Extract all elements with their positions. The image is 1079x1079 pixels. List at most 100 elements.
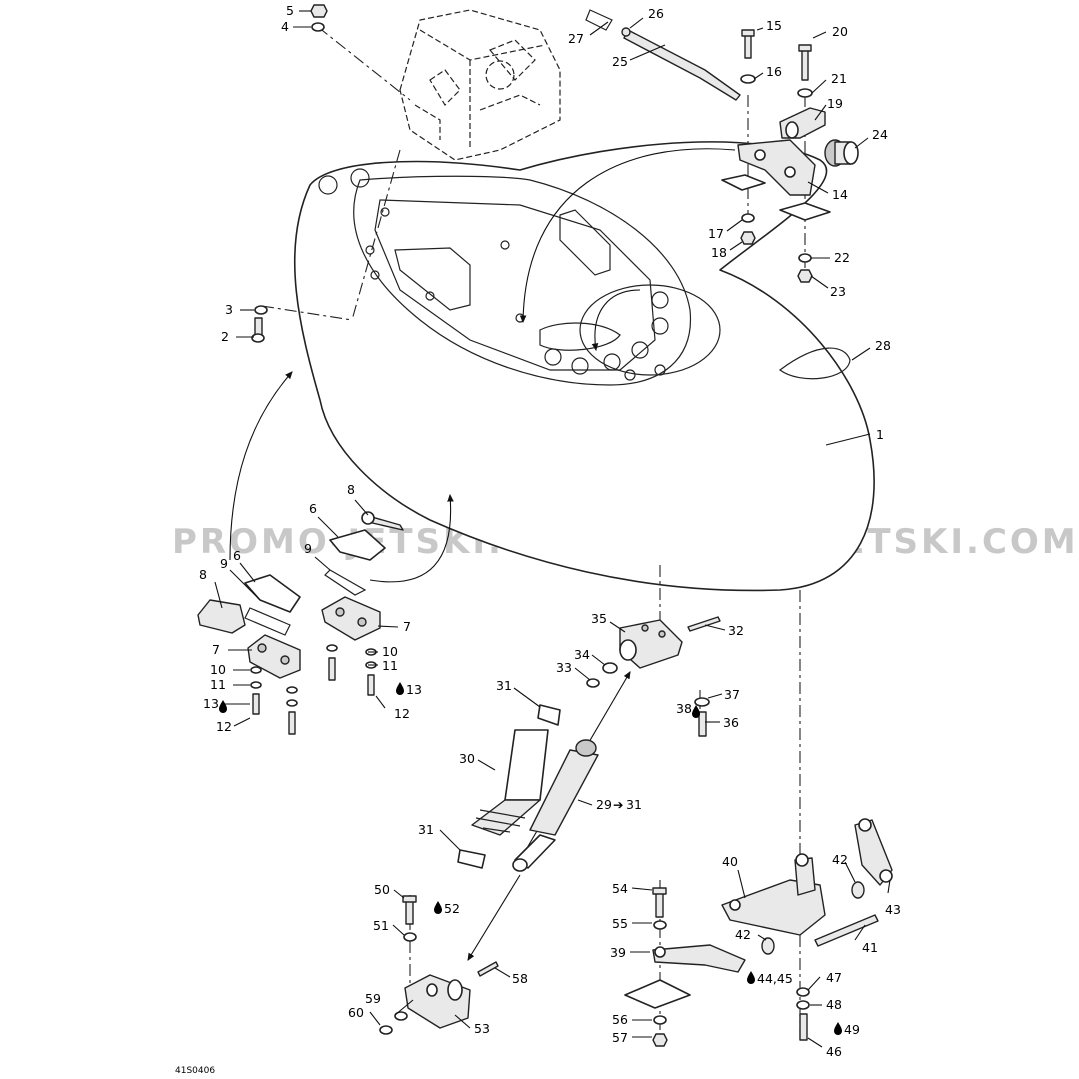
bracket-53 [404,974,471,1029]
callout-5: 5 [286,3,294,18]
callout-49: 49 [844,1022,860,1037]
callout-52: 52 [444,901,460,916]
callout-19: 19 [827,96,843,111]
callout-41: 41 [862,940,878,955]
callout-47: 47 [826,970,842,985]
callout-17: 17 [708,226,724,241]
washer-16 [740,74,756,84]
nut-5 [310,4,328,18]
callout-29: 29 [596,797,612,812]
callout-12: 12 [216,719,232,734]
fasteners-54-57 [652,887,668,1047]
engine-ghost [399,9,561,161]
callout-3: 3 [225,302,233,317]
oil-drop-icon [834,1022,842,1035]
callout-36: 36 [723,715,739,730]
callout-11: 11 [210,677,226,692]
callout-7: 7 [212,642,220,657]
callout-28: 28 [875,338,891,353]
hull [293,141,875,592]
callout-51: 51 [373,918,389,933]
callout-55: 55 [612,916,628,931]
callout-7: 7 [403,619,411,634]
oil-drop-icon [434,901,442,914]
bracket-35 [619,619,683,669]
callout-2: 2 [221,329,229,344]
callout-6: 6 [309,501,317,516]
callout-29-ref: 31 [626,797,642,812]
guide-line [351,149,401,321]
cable-clamp-19 [779,107,826,139]
washer-22 [798,253,812,263]
callout-10: 10 [210,662,226,677]
oil-drop-icon [219,700,227,713]
callout-30: 30 [459,751,475,766]
arm-39 [652,944,746,973]
callout-22: 22 [834,250,850,265]
callout-16: 16 [766,64,782,79]
callout-1: 1 [876,427,884,442]
callout-4: 4 [281,19,289,34]
callout-33: 33 [556,660,572,675]
washer-4 [311,22,325,32]
bushing-24 [824,139,859,167]
arm-43 [854,818,893,886]
callout-44-45: 44,45 [757,971,793,986]
callout-39: 39 [610,945,626,960]
callout-57: 57 [612,1030,628,1045]
callout-14: 14 [832,187,848,202]
callout-8: 8 [199,567,207,582]
bolt-20 [798,44,812,81]
oil-drop-icon [396,682,404,695]
support-bracket-14 [721,139,831,221]
callout-10: 10 [382,644,398,659]
callout-21: 21 [831,71,847,86]
fasteners-46-48 [796,987,810,1041]
callout-9: 9 [304,541,312,556]
arrow-line [467,874,521,961]
leader-lines [214,10,891,1048]
callout-25: 25 [612,54,628,69]
callout-20: 20 [832,24,848,39]
callout-31: 31 [496,678,512,693]
washers-59-60 [379,1011,408,1035]
shock-absorber-29 [512,739,599,872]
callout-56: 56 [612,1012,628,1027]
oil-drop-icon [692,705,700,718]
callout-31: 31 [418,822,434,837]
arrow-curve [369,493,454,583]
callout-58: 58 [512,971,528,986]
callout-23: 23 [830,284,846,299]
bolt-36-37 [694,697,710,737]
ramp-plate-right [321,511,404,641]
bolt-15 [741,29,755,59]
callout-53: 53 [474,1021,490,1036]
callout-15: 15 [766,18,782,33]
washer-33-34 [586,662,618,688]
bushing-42 [761,881,865,955]
callout-54: 54 [612,881,628,896]
callout-59: 59 [365,991,381,1006]
callout-27: 27 [568,31,584,46]
arrow-curve [519,148,736,324]
callout-12: 12 [394,706,410,721]
washer-3 [254,305,268,315]
oil-drop-icon [747,971,755,984]
arm-40 [721,853,826,936]
callout-37: 37 [724,687,740,702]
cable-25 [585,9,741,101]
callout-13: 13 [203,696,219,711]
washer-21 [797,88,813,98]
callout-60: 60 [348,1005,364,1020]
nut-23 [797,269,813,283]
callout-24: 24 [872,127,888,142]
callout-26: 26 [648,6,664,21]
callout-50: 50 [374,882,390,897]
plate-39-base [624,979,691,1009]
arrow-curve [591,289,641,352]
callout-42: 42 [735,927,751,942]
pin-58 [477,961,499,977]
bolt-2 [251,317,265,343]
callout-34: 34 [574,647,590,662]
